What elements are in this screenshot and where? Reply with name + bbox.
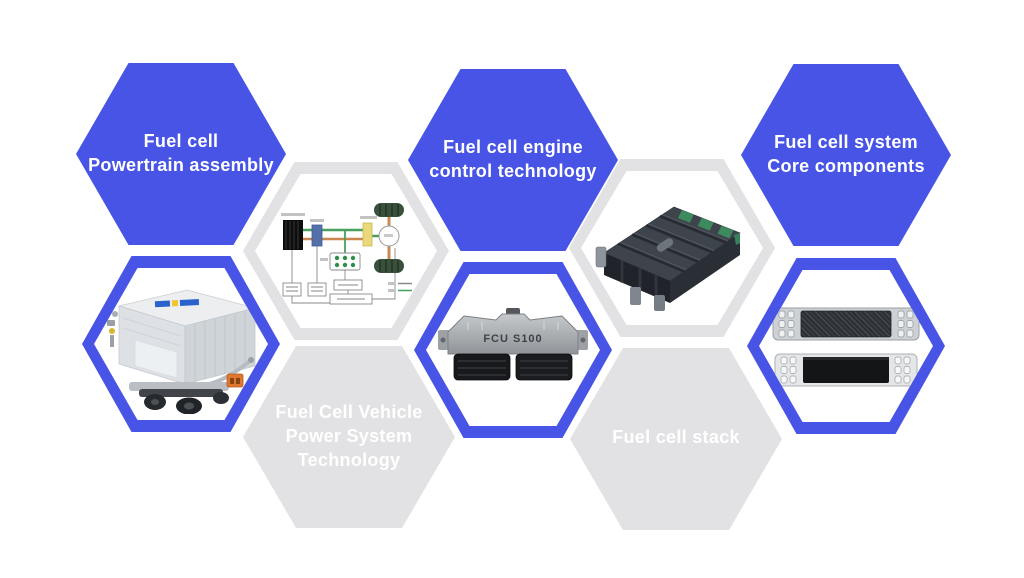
fuel-cell-stack-drawing [595, 206, 741, 311]
powertrain-connector [226, 373, 244, 388]
hex-schematic-interior [255, 174, 437, 328]
powertrain-title: Fuel cell Powertrain assembly [76, 63, 286, 245]
ecu-body: FCU S100 [438, 308, 588, 355]
ecu-connectors [453, 353, 573, 381]
hex-schematic-frame [243, 162, 449, 340]
core-components-title-line1: Fuel cell system [774, 132, 918, 153]
powertrain-title-line2: Powertrain assembly [88, 155, 274, 175]
fcu-drawing: FCU S100 [438, 308, 588, 381]
hex-powertrain-title: Fuel cell Powertrain assembly [76, 63, 286, 245]
hex-components-photo-frame [747, 258, 945, 434]
hex-powertrain-photo-frame [82, 256, 280, 432]
schematic-fuel-cell-block [281, 213, 305, 250]
core-components-title: Fuel cell system Core components [741, 64, 951, 246]
stack-clamps [595, 238, 674, 311]
stack-title: Fuel cell stack [570, 348, 782, 530]
schematic-legend [388, 282, 412, 292]
powertrain-wheels [144, 392, 229, 414]
powertrain-title-line1: Fuel cell [143, 131, 219, 152]
core-components-title-line2: Core components [767, 156, 925, 176]
hex-powertrain-photo-interior [94, 268, 268, 420]
powertrain-chassis [129, 382, 229, 397]
schematic-dcdc-block [310, 219, 324, 247]
schematic-battery [320, 252, 361, 271]
power-system-title-line2: Power System [285, 426, 413, 447]
hex-stack-title: Fuel cell stack [570, 348, 782, 530]
hex-ecu-photo-frame: FCU S100 [414, 262, 612, 438]
hex-stack-photo-interior [581, 171, 763, 325]
hex-stack-photo-frame [569, 159, 775, 337]
power-system-title-line1: Fuel Cell Vehicle [275, 402, 423, 423]
power-system-title-line3: Technology [297, 449, 401, 470]
schematic-wheels [374, 203, 404, 273]
hex-power-system-title: Fuel Cell Vehicle Power System Technolog… [243, 346, 455, 528]
bipolar-plate [772, 307, 920, 341]
ecu-image: FCU S100 [438, 300, 588, 395]
schematic-image [261, 190, 431, 314]
mea-plate [774, 353, 918, 387]
hex-ecu-photo-interior: FCU S100 [426, 274, 600, 426]
schematic-motor [378, 225, 400, 247]
powertrain-box [117, 289, 257, 385]
hex-components-photo-interior [759, 270, 933, 422]
engine-control-title-line2: control technology [429, 161, 597, 181]
bipolar-plates-drawing [772, 307, 920, 387]
hex-core-components-title: Fuel cell system Core components [741, 64, 951, 246]
stack-title-line1: Fuel cell stack [612, 427, 740, 447]
powertrain-assembly-drawing [107, 289, 257, 414]
ecu-model-label: FCU S100 [483, 333, 542, 345]
engine-control-title: Fuel cell engine control technology [408, 69, 618, 251]
components-image [771, 302, 921, 394]
power-system-title: Fuel Cell Vehicle Power System Technolog… [243, 346, 455, 528]
engine-control-title-line1: Fuel cell engine [443, 137, 583, 158]
powertrain-logo [154, 298, 200, 308]
schematic-controller-block [360, 216, 377, 247]
powertrain-image [99, 278, 263, 414]
stack-body [603, 206, 741, 303]
power-system-schematic-drawing [281, 203, 412, 305]
schematic-sub-boxes [282, 279, 373, 305]
stack-image [590, 191, 754, 317]
